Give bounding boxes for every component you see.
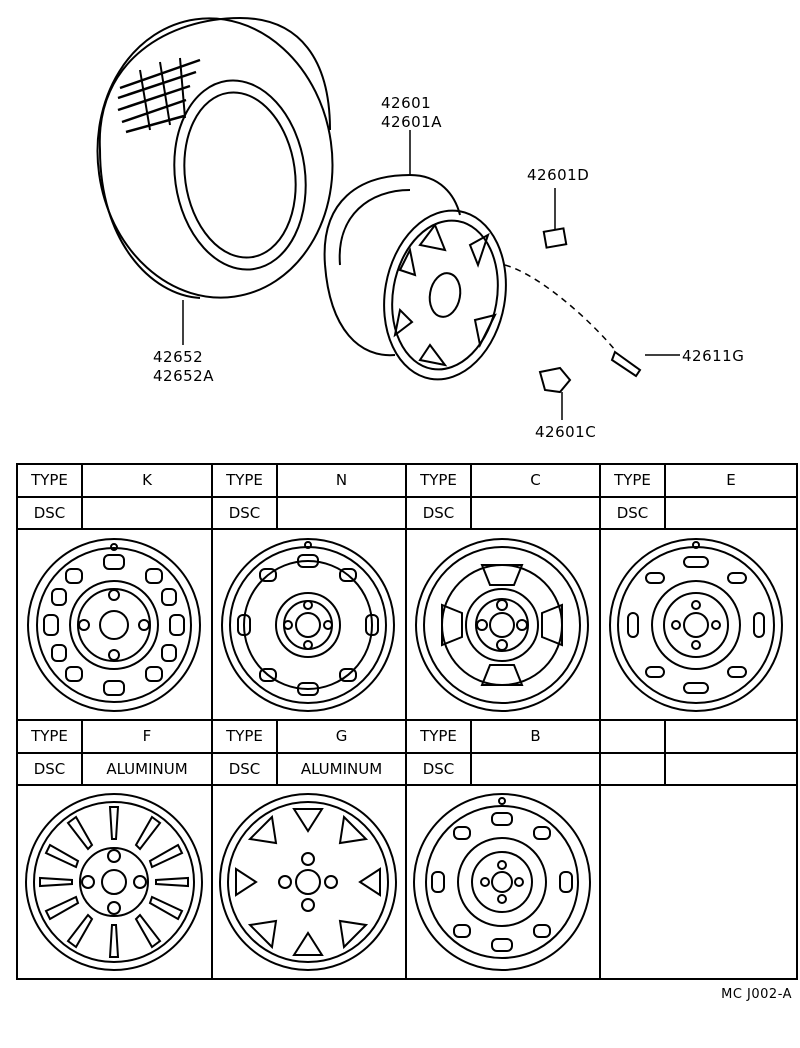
type-value-c: C: [530, 471, 541, 489]
valve-illustration: [610, 350, 680, 378]
wheel-weight-illustration: [542, 188, 568, 249]
type-value-n: N: [335, 471, 348, 489]
dsc-label-k: DSC: [33, 504, 66, 522]
wheel-illustration: [323, 130, 507, 381]
dsc-label-f: DSC: [33, 760, 66, 778]
wheel-type-e: [609, 538, 783, 712]
part-label-wheel-alt: 42601A: [381, 113, 442, 131]
type-value-f: F: [142, 727, 152, 745]
type-label-b: TYPE: [420, 727, 457, 745]
dsc-value-k: [82, 497, 212, 529]
part-label-tire-alt: 42652A: [153, 367, 214, 385]
dsc-label-b: DSC: [422, 760, 455, 778]
dsc-value-g: ALUMINUM: [300, 760, 383, 778]
nut-illustration: [538, 366, 572, 420]
part-label-wheel: 42601: [381, 94, 432, 112]
wheel-type-k: [27, 538, 201, 712]
type-value-b: B: [530, 727, 541, 745]
part-label-valve: 42611G: [682, 347, 745, 365]
type-label-c: TYPE: [420, 471, 457, 489]
part-label-tire: 42652: [153, 348, 204, 366]
wheel-type-n: [221, 538, 395, 712]
type-value-e: E: [726, 471, 736, 489]
dsc-value-c: [471, 497, 600, 529]
type-label-f: TYPE: [31, 727, 68, 745]
dsc-value-n: [277, 497, 406, 529]
part-label-weight: 42601D: [527, 166, 590, 184]
wheel-type-c: [415, 538, 589, 712]
wheel-type-g: [219, 793, 397, 971]
type-value-g: G: [335, 727, 348, 745]
type-value-k: K: [142, 471, 152, 489]
part-label-nut: 42601C: [535, 423, 597, 441]
dsc-value-f: ALUMINUM: [106, 760, 188, 778]
type-label-g: TYPE: [226, 727, 263, 745]
type-label-k: TYPE: [31, 471, 68, 489]
dsc-label-g: DSC: [228, 760, 261, 778]
type-label-n: TYPE: [226, 471, 263, 489]
dsc-label-e: DSC: [616, 504, 649, 522]
wheel-type-f: [25, 793, 203, 971]
dsc-label-c: DSC: [422, 504, 455, 522]
dsc-value-e: [665, 497, 797, 529]
dsc-value-b: [471, 753, 600, 785]
wheel-type-b: [413, 793, 591, 971]
type-label-e: TYPE: [614, 471, 651, 489]
exploded-view: [96, 16, 680, 420]
dsc-label-n: DSC: [228, 504, 261, 522]
tire-illustration: [96, 16, 334, 345]
footer-code: MC J002-A: [721, 987, 792, 1002]
